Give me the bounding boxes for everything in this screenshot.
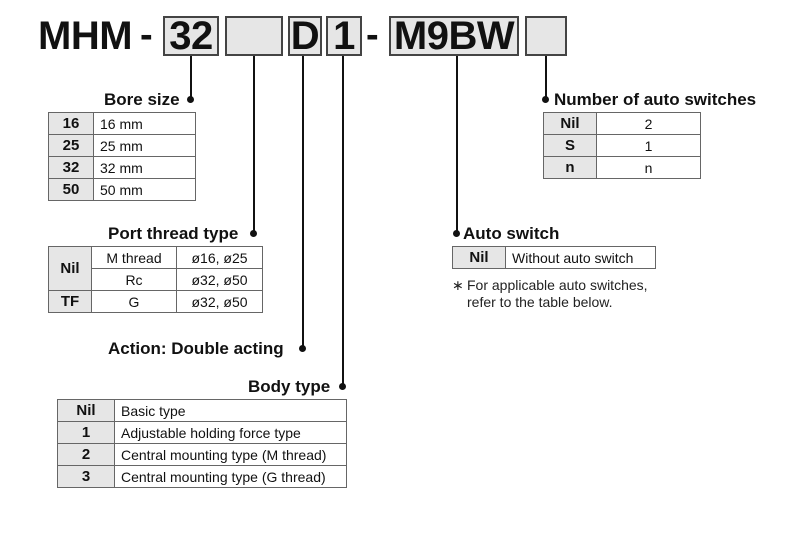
bore-value: 25 mm	[93, 134, 196, 157]
body-code-box: 1	[326, 16, 362, 56]
table-row: Nil Without auto switch	[452, 246, 656, 269]
bore-size-table: 16 16 mm 25 25 mm 32 32 mm 50 50 mm	[48, 112, 196, 201]
port-bores: ø32, ø50	[176, 290, 263, 313]
bore-code: 25	[48, 134, 94, 157]
switch-code: Nil	[452, 246, 506, 269]
count-value: 1	[596, 134, 701, 157]
body-value: Basic type	[114, 399, 347, 422]
bore-code-box: 32	[163, 16, 219, 56]
body-leader	[342, 56, 344, 386]
bore-value: 16 mm	[93, 112, 196, 135]
switch-leader	[456, 56, 458, 234]
action-leader-dot	[299, 345, 306, 352]
body-code: Nil	[57, 399, 115, 422]
port-thread: M thread	[91, 246, 177, 269]
port-bores: ø32, ø50	[176, 268, 263, 291]
table-row: 25 25 mm	[48, 134, 196, 157]
action-leader	[302, 56, 304, 348]
port-thread-title: Port thread type	[108, 224, 239, 243]
body-code: 2	[57, 443, 115, 466]
auto-switch-note-line1: For applicable auto switches,	[467, 277, 648, 293]
num-switches-table: Nil 2 S 1 n n	[543, 112, 701, 179]
body-leader-dot	[339, 383, 346, 390]
bore-size-title: Bore size	[104, 90, 180, 109]
table-row: n n	[543, 156, 701, 179]
table-row: TF G ø32, ø50	[48, 290, 263, 313]
code-dash-2: -	[366, 14, 379, 56]
count-value: 2	[596, 112, 701, 135]
table-row: Nil Basic type	[57, 399, 347, 422]
table-row: Nil 2	[543, 112, 701, 135]
auto-switch-title: Auto switch	[463, 224, 560, 243]
port-leader	[253, 56, 255, 234]
table-row: 32 32 mm	[48, 156, 196, 179]
body-code: 3	[57, 465, 115, 488]
table-row: 16 16 mm	[48, 112, 196, 135]
model-prefix: MHM	[38, 14, 133, 58]
switch-code-box: M9BW	[389, 16, 519, 56]
count-leader	[545, 56, 547, 100]
count-leader-dot	[542, 96, 549, 103]
body-value: Central mounting type (M thread)	[114, 443, 347, 466]
count-code-box	[525, 16, 567, 56]
bore-code: 50	[48, 178, 94, 201]
auto-switch-note-mark: ∗	[452, 277, 464, 293]
bore-code: 16	[48, 112, 94, 135]
port-leader-dot	[250, 230, 257, 237]
switch-value: Without auto switch	[505, 246, 656, 269]
body-type-table: Nil Basic type 1 Adjustable holding forc…	[57, 399, 347, 488]
table-row: S 1	[543, 134, 701, 157]
bore-leader	[190, 56, 192, 100]
port-thread-table: Nil M thread ø16, ø25 Rc ø32, ø50 TF G ø…	[48, 246, 263, 313]
port-code: Nil	[48, 246, 92, 291]
bore-code: 32	[48, 156, 94, 179]
port-thread: Rc	[91, 268, 177, 291]
body-code: 1	[57, 421, 115, 444]
auto-switch-table: Nil Without auto switch	[452, 246, 656, 269]
table-row: 3 Central mounting type (G thread)	[57, 465, 347, 488]
body-value: Adjustable holding force type	[114, 421, 347, 444]
table-row: Nil M thread ø16, ø25	[48, 246, 263, 291]
count-code: Nil	[543, 112, 597, 135]
table-row: 50 50 mm	[48, 178, 196, 201]
count-code: n	[543, 156, 597, 179]
body-value: Central mounting type (G thread)	[114, 465, 347, 488]
table-row: 1 Adjustable holding force type	[57, 421, 347, 444]
num-switches-title: Number of auto switches	[554, 90, 757, 109]
count-code: S	[543, 134, 597, 157]
action-code-box: D	[288, 16, 322, 56]
switch-leader-dot	[453, 230, 460, 237]
bore-leader-dot	[187, 96, 194, 103]
action-title: Action: Double acting	[108, 339, 284, 358]
table-row: 2 Central mounting type (M thread)	[57, 443, 347, 466]
port-thread: G	[91, 290, 177, 313]
port-code: TF	[48, 290, 92, 313]
port-code-box	[225, 16, 283, 56]
auto-switch-note-line2: refer to the table below.	[467, 294, 613, 310]
code-dash-1: -	[140, 14, 153, 56]
bore-value: 50 mm	[93, 178, 196, 201]
body-type-title: Body type	[248, 377, 331, 396]
port-bores: ø16, ø25	[176, 246, 263, 269]
bore-value: 32 mm	[93, 156, 196, 179]
count-value: n	[596, 156, 701, 179]
